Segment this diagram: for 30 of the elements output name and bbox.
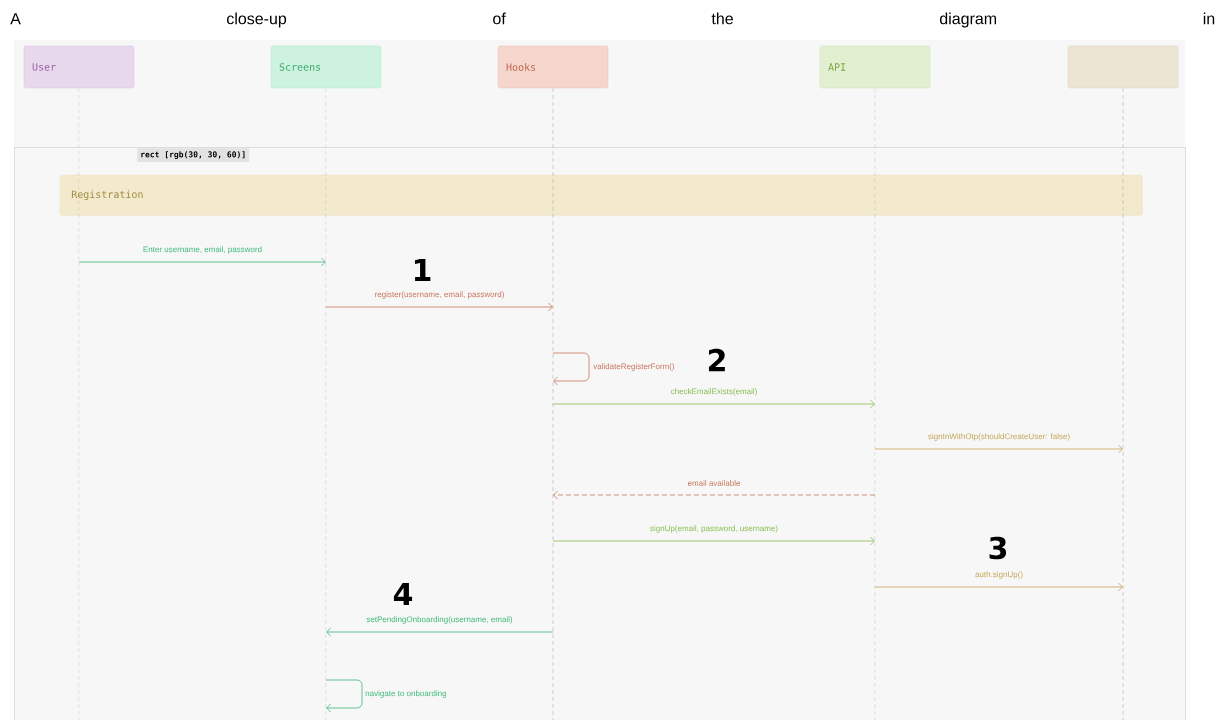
- caption: A close-up of the diagram in: [10, 12, 1215, 28]
- message-arrow: [325, 679, 363, 713]
- step-number: 3: [989, 536, 1007, 560]
- message-arrow: [552, 352, 590, 386]
- message-arrow: [552, 536, 875, 546]
- edge-label: checkEmailExists(email): [669, 387, 759, 397]
- edge-label: signInWithOtp(shouldCreateUser: false): [926, 432, 1072, 442]
- message-arrow: [874, 444, 1123, 454]
- message-arrow: [78, 257, 326, 267]
- note-box: Registration: [60, 175, 1143, 216]
- participant-box: API: [819, 45, 931, 89]
- edge-label: signUp(email, password, username): [649, 524, 780, 534]
- edge-label: validateRegisterForm(): [592, 362, 676, 372]
- edge-label: navigate to onboarding: [364, 689, 448, 699]
- step-number: 2: [708, 348, 725, 372]
- step-number: 4: [393, 583, 413, 605]
- message-arrow: [326, 627, 554, 637]
- message-arrow: [552, 399, 875, 409]
- edge-label: Enter username, email, password: [141, 245, 264, 255]
- edge-label: register(username, email, password): [373, 290, 506, 300]
- participant-box: Screens: [270, 45, 382, 89]
- edge-label: auth.signUp(): [974, 570, 1025, 580]
- participant-box: User: [23, 45, 135, 89]
- step-number: 1: [414, 259, 431, 281]
- participant-box: Hooks: [497, 45, 609, 89]
- message-arrow: [325, 302, 553, 312]
- message-arrow: [874, 582, 1123, 592]
- message-arrow: [553, 490, 876, 500]
- edge-label: setPendingOnboarding(username, email): [365, 615, 514, 625]
- edge-label: email available: [686, 479, 742, 487]
